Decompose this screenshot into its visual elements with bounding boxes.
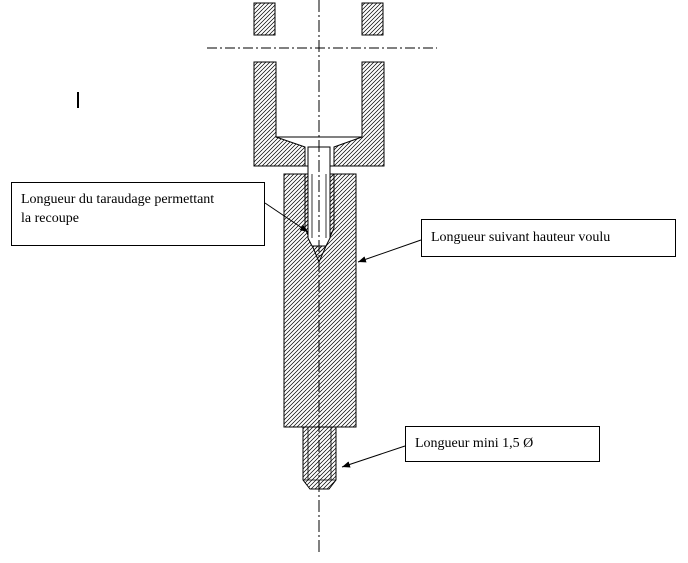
leader-arrow-height bbox=[357, 239, 422, 263]
callout-tap-line1: Longueur du taraudage permettant bbox=[21, 192, 215, 207]
callout-tap-line2: la recoupe bbox=[21, 211, 79, 226]
top-block-right bbox=[361, 2, 384, 36]
callout-height-text: Longueur suivant hauteur voulu bbox=[431, 230, 611, 245]
leader-arrow-min bbox=[341, 445, 406, 468]
callout-min-text: Longueur mini 1,5 Ø bbox=[415, 436, 534, 451]
top-block-left bbox=[253, 2, 276, 36]
callout-height-length: Longueur suivant hauteur voulu bbox=[421, 219, 676, 257]
callout-tap-length: Longueur du taraudage permettant la reco… bbox=[11, 182, 265, 246]
leader-arrow-tap bbox=[264, 202, 309, 233]
text-cursor-mark bbox=[77, 92, 79, 108]
callout-min-length: Longueur mini 1,5 Ø bbox=[405, 426, 600, 462]
